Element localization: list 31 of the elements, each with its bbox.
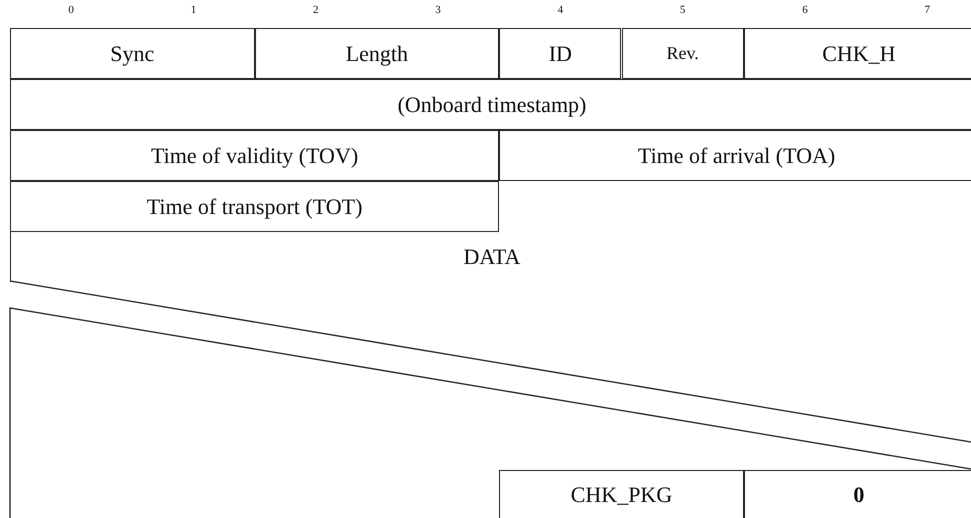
byte-number: 2 xyxy=(312,4,320,16)
field-name: (Onboard timestamp) xyxy=(398,92,586,118)
byte-number: 3 xyxy=(434,4,442,16)
field-cell xyxy=(622,28,744,79)
byte-number: 7 xyxy=(924,4,931,16)
byte-number: 1 xyxy=(190,4,198,16)
field-cell xyxy=(10,130,500,181)
field-name: 0 xyxy=(853,482,864,508)
field-name: Time of arrival (TOA) xyxy=(638,142,836,168)
byte-number: 0 xyxy=(67,4,75,16)
field-name: CHK_H xyxy=(822,40,896,66)
field-name: Time of validity (TOV) xyxy=(151,142,358,168)
field-name: Length xyxy=(346,40,408,66)
field-cell xyxy=(10,28,255,79)
field-cell xyxy=(499,470,744,518)
field-name: Sync xyxy=(110,40,154,66)
field-cell xyxy=(254,28,500,79)
field-cell xyxy=(744,470,971,518)
byte-number: 4 xyxy=(556,4,564,16)
field-cell xyxy=(10,181,500,232)
field-name: ID xyxy=(548,40,572,66)
field-name: Rev. xyxy=(666,43,699,64)
field-name: Time of transport (TOT) xyxy=(146,194,362,220)
field-cell xyxy=(499,28,622,79)
field-cell xyxy=(744,28,971,79)
byte-number: 5 xyxy=(678,4,686,16)
byte-number: 6 xyxy=(801,4,809,16)
field-cell xyxy=(499,130,971,181)
field-cell xyxy=(10,79,971,130)
field-name: CHK_PKG xyxy=(570,482,672,508)
field-name: DATA xyxy=(464,244,520,270)
